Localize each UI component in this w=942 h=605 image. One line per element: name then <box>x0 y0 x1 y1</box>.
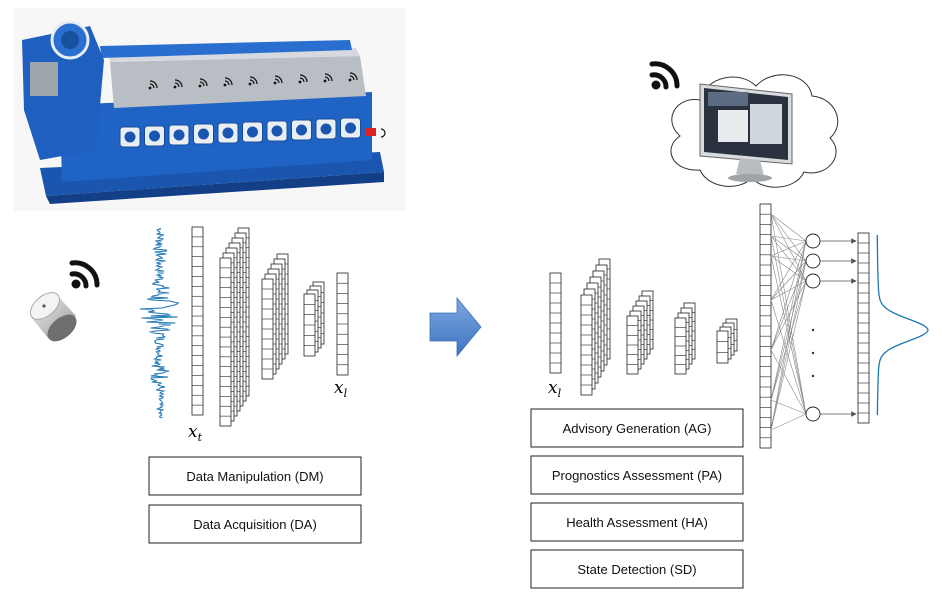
fc-input-vector <box>759 203 772 449</box>
sensor-signal-icon <box>348 72 358 82</box>
conv-stack-2 <box>261 253 289 380</box>
conv-stack-1-map <box>580 294 593 396</box>
feature-label-xl-right: xl <box>548 378 562 400</box>
hidden-node <box>805 406 821 422</box>
svg-text:Data Manipulation (DM): Data Manipulation (DM) <box>186 469 323 484</box>
hidden-node <box>805 253 821 269</box>
sensor-icon <box>29 292 77 342</box>
monitor-icon <box>699 83 793 182</box>
inspection-door <box>266 120 288 142</box>
conv-stack-2-map <box>626 315 639 375</box>
wifi-icon <box>69 260 100 289</box>
input-vector-xt <box>191 226 204 416</box>
svg-text:Data Acquisition (DA): Data Acquisition (DA) <box>193 517 317 532</box>
sensor-signal-icon <box>148 80 158 90</box>
sensor-signal-icon <box>273 75 283 85</box>
ellipsis-dot <box>811 351 815 355</box>
svg-text:Health Assessment (HA): Health Assessment (HA) <box>566 515 708 530</box>
sensor-signal-icon <box>173 79 183 89</box>
conv-stack-3 <box>303 281 325 357</box>
fc-output-vector <box>857 232 870 424</box>
conv-stack-4 <box>716 318 738 364</box>
box-prognostics-assessment: Prognostics Assessment (PA) <box>530 455 744 495</box>
left-cnn-feature-maps <box>191 226 349 427</box>
feature-label-xl-left: xl <box>334 378 348 400</box>
sensor-signal-icon <box>198 78 208 88</box>
inspection-door <box>168 124 190 146</box>
conv-stack-2-map <box>261 278 274 380</box>
conv-stack-2 <box>626 290 654 375</box>
inspection-door <box>144 125 165 147</box>
conv-stack-4-map <box>716 330 729 364</box>
sensor-signal-icon <box>223 77 233 87</box>
conv-stack-1 <box>580 258 611 396</box>
feature-vector-xl <box>336 272 349 376</box>
inspection-door <box>340 117 361 139</box>
engine-image <box>14 8 406 211</box>
sensor-signal-icon <box>248 76 258 86</box>
right-cnn-feature-maps <box>549 258 738 396</box>
svg-text:State Detection (SD): State Detection (SD) <box>577 562 696 577</box>
ellipsis-dot <box>811 374 815 378</box>
inspection-door <box>242 121 263 143</box>
wifi-icon <box>649 61 680 90</box>
input-label-xt: xt <box>188 422 203 444</box>
conv-stack-3-map <box>303 293 316 357</box>
inspection-door <box>291 119 312 141</box>
sensor-signal-icon <box>298 74 308 84</box>
conv-stack-3-map <box>674 317 687 375</box>
feature-vector-xl <box>549 272 562 374</box>
conv-stack-3 <box>674 302 696 375</box>
box-state-detection: State Detection (SD) <box>530 549 744 589</box>
sensor-signal-icon <box>323 73 333 83</box>
flow-arrow <box>429 296 482 358</box>
svg-text:Prognostics Assessment (PA): Prognostics Assessment (PA) <box>552 468 722 483</box>
inspection-door <box>217 122 239 144</box>
hidden-node <box>805 273 821 289</box>
box-health-assessment: Health Assessment (HA) <box>530 502 744 542</box>
vibration-signal <box>139 227 180 419</box>
hidden-node <box>805 233 821 249</box>
box-data-manipulation: Data Manipulation (DM) <box>148 456 362 496</box>
conv-stack-1 <box>219 227 250 427</box>
box-data-acquisition: Data Acquisition (DA) <box>148 504 362 544</box>
svg-text:Advisory Generation (AG): Advisory Generation (AG) <box>563 421 712 436</box>
inspection-door <box>193 123 214 145</box>
fully-connected-network <box>759 203 870 449</box>
ellipsis-dot <box>811 328 815 332</box>
conv-stack-1-map <box>219 257 232 427</box>
inspection-door <box>315 118 337 140</box>
box-advisory-generation: Advisory Generation (AG) <box>530 408 744 448</box>
inspection-door <box>119 126 141 148</box>
output-distribution-curve <box>876 235 929 415</box>
